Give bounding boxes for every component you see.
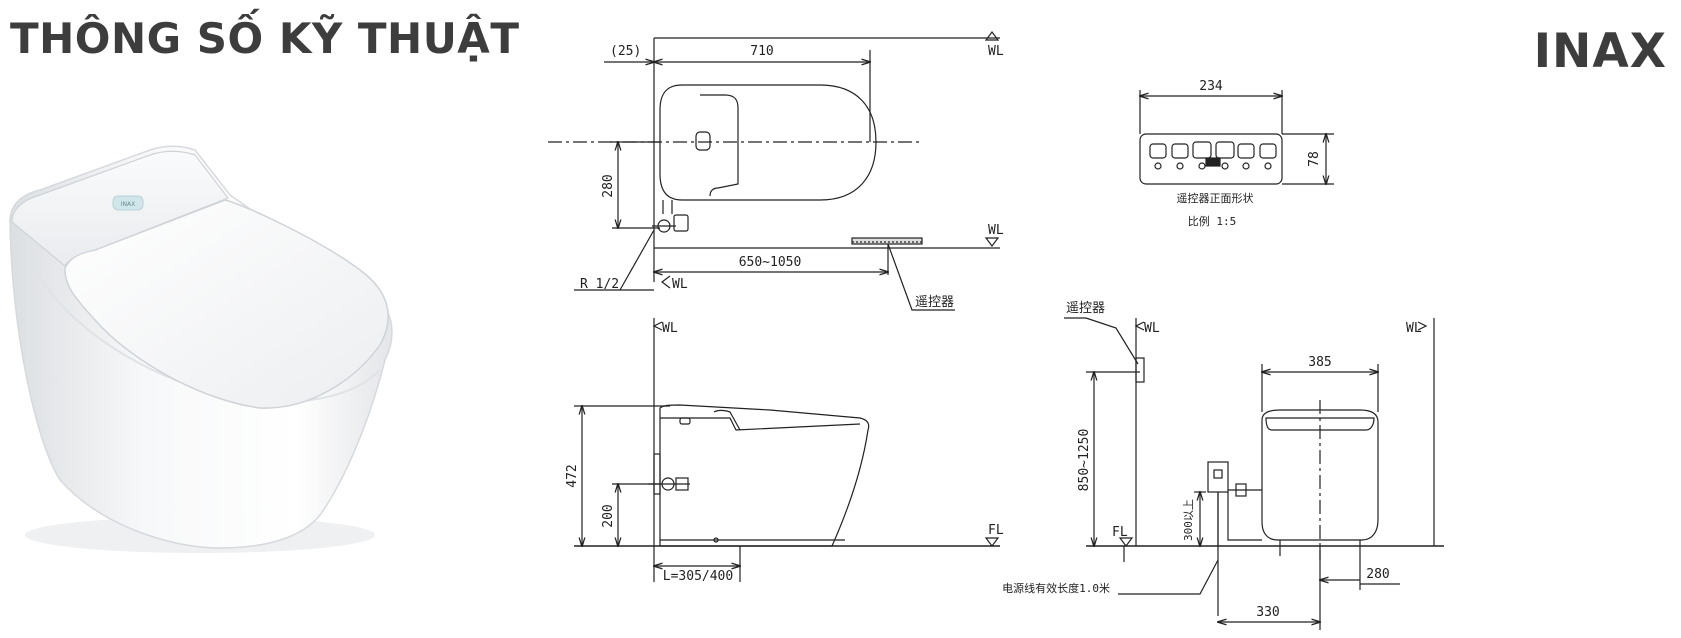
level-wl-front-right: WL [1406,321,1422,336]
seat-badge-text: INAX [121,201,135,208]
remote-label-front: 遥控器 [1066,301,1105,316]
toilet-product-image: INAX [9,145,393,553]
dim-width-385: 385 [1308,355,1331,370]
dim-foot-280: 280 [1366,567,1389,582]
dim-remote-distance: 650~1050 [739,255,802,270]
remote-caption: 遥控器正面形状 [1177,191,1254,205]
level-wl-side: WL [662,321,678,336]
cable-length-note: 电源线有效长度1.0米 [1002,581,1110,595]
dim-length-side: L=305/400 [663,569,733,584]
plan-view-labels: (25) 710 280 650~1050 R 1/2 WL WL WL 遥控器 [580,44,1004,310]
dim-remote-mount-height: 850~1250 [1077,429,1092,492]
dim-remote-width: 234 [1199,79,1223,94]
dim-offset-330: 330 [1256,605,1279,620]
remote-scale: 比例 1:5 [1188,214,1237,228]
level-fl-front: FL [1112,525,1128,540]
side-view-labels: WL FL 472 200 L=305/400 [565,321,1004,584]
remote-view-labels: 234 78 遥控器正面形状 比例 1:5 [1177,79,1323,228]
level-wl-top: WL [988,44,1004,59]
dim-outlet-height: 300以上 [1182,499,1195,541]
level-wl-mid: WL [988,223,1004,238]
remote-label-plan: 遥控器 [915,295,954,310]
level-wl-pipe: WL [672,277,688,292]
dim-remote-height: 78 [1307,151,1322,167]
remote-view [1140,90,1334,184]
pipe-size-label: R 1/2 [580,277,619,292]
side-view [574,318,1000,582]
level-fl-side: FL [988,523,1004,538]
dim-height-472: 472 [565,464,580,487]
plan-view [548,31,1000,311]
page-title: THÔNG SỐ KỸ THUẬT [10,14,520,63]
level-wl-front-left: WL [1144,321,1160,336]
dim-length-710: 710 [750,44,773,59]
front-view [1064,317,1444,630]
dim-offset: (25) [610,44,641,59]
brand-logo-text: INAX [1533,24,1667,79]
dim-centerline: 280 [601,174,616,197]
front-view-labels: 遥控器 WL WL FL 385 850~1250 300以上 280 330 … [1002,301,1422,620]
dim-inlet-200: 200 [601,504,616,527]
